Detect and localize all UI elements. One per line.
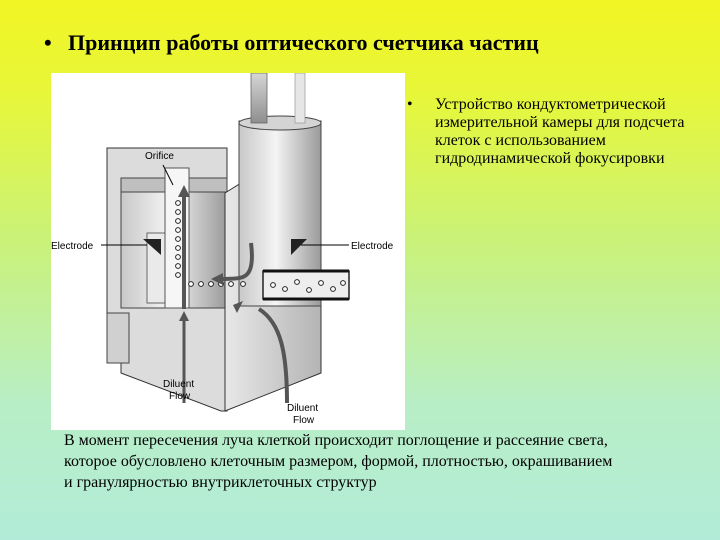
label-pointers [101, 164, 349, 246]
orifice-label: Orifice [145, 151, 174, 162]
right-chamber-housing [224, 73, 322, 412]
electrode-right-label: Electrode [351, 241, 394, 252]
title-bullet: • [44, 30, 52, 55]
counting-chamber-diagram: Orifice Electrode Electrode Diluent Flow… [51, 73, 405, 430]
flow-arrowheads [178, 185, 243, 313]
diluent-left-label: Diluent [163, 379, 194, 390]
diluent-right-flow-label: Flow [293, 415, 315, 426]
diluent-left-flow-label: Flow [169, 391, 191, 402]
side-bullet: • [407, 96, 413, 113]
electrode-left-label: Electrode [51, 241, 94, 252]
left-electrode-notch [143, 239, 161, 255]
sample-injection-tube [262, 269, 350, 301]
side-description: • Устройство кондуктометрической измерит… [407, 96, 707, 168]
flow-arrows [182, 193, 289, 404]
slide-title: • Принцип работы оптического счетчика час… [44, 30, 704, 56]
cell-particles [175, 200, 346, 293]
diluent-right-label: Diluent [287, 403, 318, 414]
side-text: Устройство кондуктометрической измерител… [435, 96, 685, 167]
chamber-illustration: Orifice Electrode Electrode Diluent Flow… [51, 73, 394, 426]
title-text: Принцип работы оптического счетчика част… [68, 30, 539, 55]
right-electrode-notch [291, 239, 307, 255]
caption-text: В момент пересечения луча клеткой происх… [64, 432, 613, 491]
left-diluent-arrowhead [179, 311, 189, 321]
